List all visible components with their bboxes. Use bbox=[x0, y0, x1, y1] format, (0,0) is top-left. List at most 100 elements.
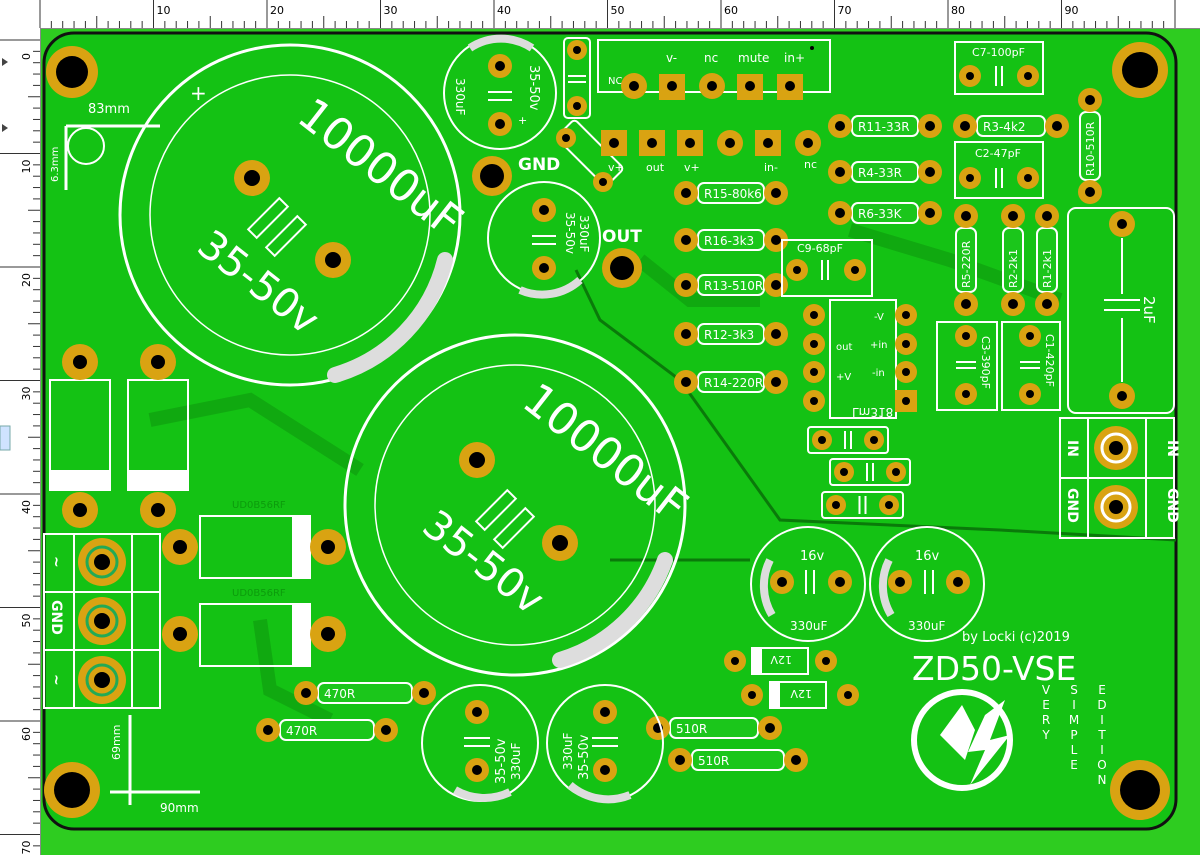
small-cap-stack-3[interactable] bbox=[821, 491, 904, 519]
ruler-top-label: 40 bbox=[497, 4, 511, 17]
diode-horizontal-1[interactable]: UD0B56RF bbox=[162, 500, 346, 579]
resistor-r14-label: R14-220R bbox=[704, 376, 763, 390]
cap-c1[interactable]: C1-420pF bbox=[1001, 321, 1061, 411]
diode-left-2[interactable] bbox=[127, 344, 189, 528]
header-top-pin-4: in+ bbox=[784, 51, 805, 65]
resistor-r510b-label: 510R bbox=[698, 754, 729, 768]
zener-2-label: 12V bbox=[790, 687, 812, 700]
mount-hole-top-right bbox=[1112, 42, 1168, 98]
resistor-r4[interactable]: R4-33R bbox=[828, 160, 942, 184]
resistor-r1[interactable]: R1-2k1 bbox=[1035, 204, 1059, 316]
terminal-right[interactable]: IN GND IN GND bbox=[1059, 417, 1180, 539]
small-cap-stack-1[interactable] bbox=[807, 426, 889, 454]
brand-letter: I bbox=[1100, 743, 1104, 757]
resistor-r2[interactable]: R2-2k1 bbox=[1001, 204, 1025, 316]
cap-film-2uf[interactable]: 2uF bbox=[1067, 207, 1175, 414]
resistor-r12[interactable]: R12-3k3 bbox=[674, 322, 788, 346]
resistor-r1-label: R1-2k1 bbox=[1041, 249, 1054, 288]
brand-letter: O bbox=[1097, 758, 1106, 772]
ic-lm318[interactable]: out +V -V +in -in Lm318 bbox=[803, 299, 917, 419]
header-connector[interactable]: NC v- nc mute in+ v+ out v+ in- nc bbox=[597, 39, 831, 174]
cap-c2[interactable]: C2-47pF bbox=[954, 141, 1044, 199]
zener-1[interactable]: 12V bbox=[724, 647, 837, 675]
dim-depth: 6.3mm bbox=[50, 147, 61, 182]
small-cap-stack-2[interactable] bbox=[829, 458, 911, 486]
small-cap-br-value: 330uF bbox=[561, 732, 575, 770]
decoupling-cap-vertical[interactable] bbox=[563, 37, 591, 119]
cap-c7[interactable]: C7-100pF bbox=[954, 41, 1044, 95]
resistor-r3[interactable]: R3-4k2 bbox=[953, 114, 1069, 138]
mount-holes bbox=[44, 42, 1170, 820]
resistor-r16[interactable]: R16-3k3 bbox=[674, 228, 788, 252]
resistor-r10[interactable]: R10-510R bbox=[1078, 88, 1102, 204]
brand-letter: T bbox=[1097, 728, 1106, 742]
small-cap-mid[interactable]: 35-50v 330uF bbox=[487, 181, 601, 299]
resistor-r10-label: R10-510R bbox=[1084, 121, 1097, 176]
resistor-r13[interactable]: R13-510R bbox=[674, 273, 788, 297]
resistor-r11-label: R11-33R bbox=[858, 120, 910, 134]
ruler-top-label: 70 bbox=[838, 4, 852, 17]
diode-left-1[interactable] bbox=[49, 344, 111, 528]
terminal-left[interactable]: ~ GND ~ bbox=[43, 533, 161, 709]
small-cap-bl-voltage: 35-50v bbox=[494, 738, 509, 784]
pcb-layout: 83mm 6.3mm 69mm 90mm + 10000uF 35-50v 10… bbox=[41, 29, 1200, 855]
resistor-r16-label: R16-3k3 bbox=[704, 234, 754, 248]
small-cap-bottom-right[interactable]: 330uF 35-50v bbox=[546, 684, 664, 804]
cap-c3[interactable]: C3-390pF bbox=[936, 321, 998, 411]
credit-text: by Locki (c)2019 bbox=[962, 630, 1070, 645]
terminal-left-ac2: ~ bbox=[48, 674, 64, 686]
polarity-mark: + bbox=[190, 81, 207, 105]
diode-horizontal-2[interactable]: UD0B56RF bbox=[162, 588, 346, 667]
small-cap-16v-a[interactable]: 16v 330uF bbox=[750, 526, 866, 642]
brand-letter: R bbox=[1042, 713, 1050, 727]
resistor-r11[interactable]: R11-33R bbox=[828, 114, 942, 138]
dim-marker-bottom bbox=[110, 715, 200, 805]
small-cap-stack bbox=[807, 426, 911, 519]
small-cap-16v-a-value: 330uF bbox=[790, 619, 828, 633]
ic-name: Lm318 bbox=[852, 405, 893, 419]
brand-letter: M bbox=[1069, 713, 1079, 727]
ruler-left-arrow-icon[interactable] bbox=[2, 58, 8, 66]
cap-c3-label: C3-390pF bbox=[979, 336, 992, 389]
cap-c9[interactable]: C9-68pF bbox=[781, 239, 873, 297]
brand-letter: E bbox=[1042, 698, 1050, 712]
ruler-left-arrow-icon-2[interactable] bbox=[2, 124, 8, 132]
small-cap-bottom-left[interactable]: 35-50v 330uF bbox=[421, 684, 539, 802]
resistor-r2-label: R2-2k1 bbox=[1007, 249, 1020, 288]
resistor-r6-label: R6-33K bbox=[858, 207, 903, 221]
resistor-r5[interactable]: R5-220R bbox=[954, 204, 978, 316]
cap-film-label: 2uF bbox=[1140, 296, 1158, 324]
header-bot-pin-5: nc bbox=[804, 158, 817, 171]
zener-2[interactable]: 12V bbox=[741, 681, 859, 709]
resistor-r470a[interactable]: 470R bbox=[294, 681, 436, 705]
pcb-canvas[interactable]: 83mm 6.3mm 69mm 90mm + 10000uF 35-50v 10… bbox=[41, 29, 1200, 855]
resistor-r15[interactable]: R15-80k6 bbox=[674, 181, 788, 205]
resistor-r14[interactable]: R14-220R bbox=[674, 370, 788, 394]
resistor-r510a[interactable]: 510R bbox=[646, 716, 782, 740]
terminal-right-in: IN bbox=[1064, 440, 1080, 457]
cap-c7-label: C7-100pF bbox=[972, 46, 1025, 59]
ruler-top-label: 20 bbox=[270, 4, 284, 17]
resistor-r13-label: R13-510R bbox=[704, 279, 763, 293]
decoupling-cap-diagonal[interactable] bbox=[556, 119, 624, 192]
cap-c9-label: C9-68pF bbox=[797, 242, 843, 255]
ic-pin-vplus: +V bbox=[836, 372, 851, 383]
dim-width-bottom: 90mm bbox=[160, 801, 199, 815]
header-top-pin-1: v- bbox=[666, 51, 677, 65]
resistor-r510b[interactable]: 510R bbox=[668, 748, 808, 772]
small-cap-top[interactable]: 330uF 35-50v + bbox=[443, 34, 557, 150]
resistor-r470b-label: 470R bbox=[286, 724, 317, 738]
resistor-r6[interactable]: R6-33K bbox=[828, 201, 942, 225]
terminal-left-ac1: ~ bbox=[48, 556, 64, 568]
small-cap-16v-b[interactable]: 16v 330uF bbox=[869, 526, 985, 642]
resistor-r470b[interactable]: 470R bbox=[256, 718, 398, 742]
brand-letter: N bbox=[1098, 773, 1107, 787]
ruler-left-marker[interactable] bbox=[0, 425, 11, 451]
cap-c2-label: C2-47pF bbox=[975, 147, 1021, 160]
faded-diode-label-2: UD0B56RF bbox=[232, 588, 286, 599]
